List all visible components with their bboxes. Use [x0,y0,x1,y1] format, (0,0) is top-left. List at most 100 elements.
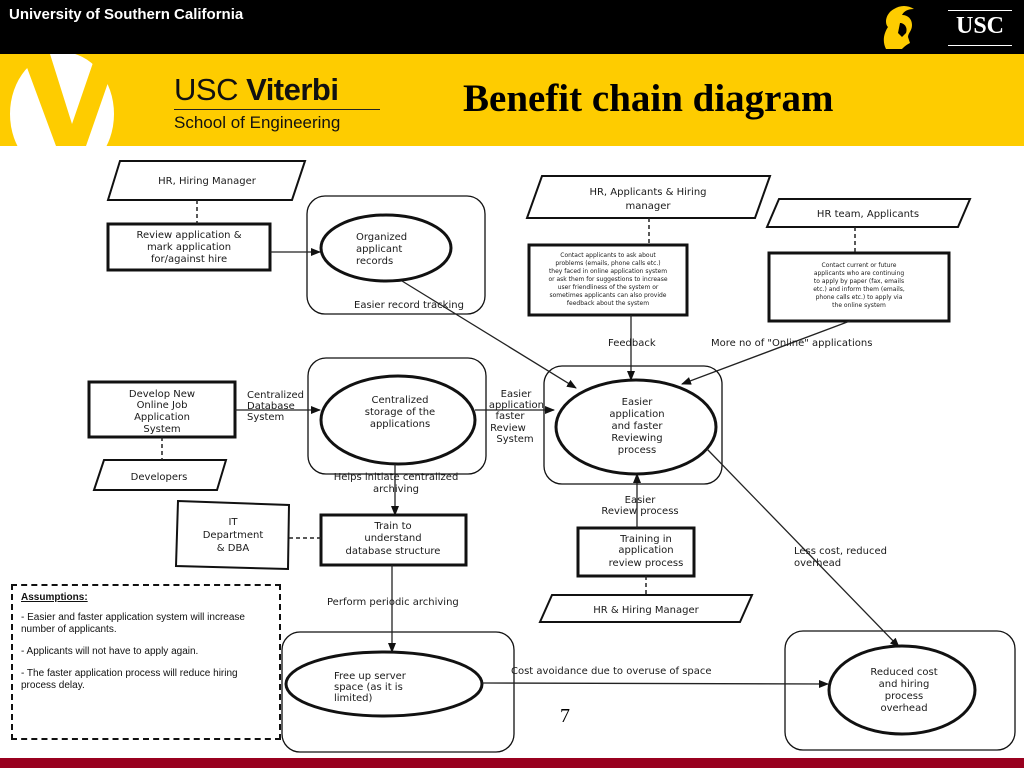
label-hr-applicants-2: manager [626,201,672,212]
reduced-cost-line: process [885,691,923,702]
easier-application-line: Reviewing [611,433,662,444]
develop-system-line: Online Job [137,400,188,411]
assumption-item: - The faster application process will re… [21,668,238,691]
training-review-line: application [618,545,673,556]
centralized-storage-line: storage of the [365,407,435,418]
outcome-centralized-storage [319,374,477,466]
training-review-text: Training in application review process [609,534,684,569]
free-server-line: limited) [334,693,372,704]
usc-logo: USC [948,10,1012,46]
stakeholder-it-department [174,499,291,571]
organized-records-line: applicant [356,244,402,255]
container-free-server [281,631,515,753]
viterbi-wordmark: USC Viterbi School of Engineering [174,74,380,133]
train-database-line: database structure [346,546,441,557]
organized-records-text: Organized applicant records [356,232,407,267]
contact-applicants-line: sometimes applicants can also provide [550,292,667,299]
container-reduced-cost [784,630,1016,751]
centralized-storage-line: applications [370,419,430,430]
organized-records-line: Organized [356,232,407,243]
develop-system-line: System [143,424,180,435]
initiative-train-database [319,513,468,567]
label-periodic-archiving: Perform periodic archiving [327,597,459,608]
easier-application-line: and faster [611,421,663,432]
easier-app-faster-line: Easier [501,389,533,400]
label-cost-avoidance: Cost avoidance due to overuse of space [511,666,712,677]
label-hr-hiring-manager: HR, Hiring Manager [158,176,257,187]
initiative-training-review [576,526,696,578]
easier-app-faster-line: System [496,434,533,445]
contact-applicants-text: Contact applicants to ask about problems… [548,252,667,307]
less-cost-line: overhead [794,558,841,569]
review-application-line: for/against hire [151,254,227,265]
easier-application-text: Easier application and faster Reviewing … [609,397,664,456]
label-easier-record-tracking: Easier record tracking [354,300,464,311]
contact-current-line: applicants who are continuing [814,270,905,277]
contact-current-text: Contact current or future applicants who… [813,262,905,309]
stakeholder-hr-and-hiring-manager [538,594,754,623]
easier-review-line: Review process [601,506,678,517]
outcome-reduced-cost [827,644,977,736]
easier-application-line: application [609,409,664,420]
centralized-db-line: System [247,412,284,423]
label-it-3: & DBA [217,543,250,554]
assumption-item: - Easier and faster application system w… [21,612,245,635]
wordmark-rule [174,109,380,110]
stakeholder-hr-applicants-hiring [525,175,772,219]
helps-archiving-line: Helps initiate centralized [334,472,459,483]
develop-system-text: Develop New Online Job Application Syste… [129,389,195,435]
label-hr-applicants-1: HR, Applicants & Hiring [589,187,706,198]
contact-applicants-line: feedback about the system [567,300,649,307]
container-easier [543,365,723,485]
top-bar: University of Southern California USC [0,0,1024,54]
stakeholder-hr-team-applicants [765,198,972,228]
container-centralized [307,357,487,475]
viterbi-name: Viterbi [246,72,339,107]
reduced-cost-text: Reduced cost and hiring process overhead [870,667,937,714]
reduced-cost-line: overhead [880,703,927,714]
school-name: School of Engineering [174,113,341,132]
bottom-bar [0,758,1024,768]
review-application-line: Review application & [137,230,242,241]
university-name: University of Southern California [9,6,244,23]
training-review-line: Training in [619,534,672,545]
less-cost-label: Less cost, reduced overhead [794,546,887,569]
label-more-online: More no of "Online" applications [711,338,872,349]
contact-current-line: phone calls etc.) to apply via [816,294,903,301]
easier-review-line: Easier [625,495,657,506]
stakeholder-hr-hiring-manager [106,160,307,201]
centralized-db-line: Database [247,401,295,412]
container-organized [306,195,486,315]
initiative-contact-applicants [527,243,689,317]
benefit-chain-diagram: HR, Hiring Manager HR, Applicants & Hiri… [87,160,1016,753]
centralized-storage-text: Centralized storage of the applications [365,395,435,430]
centralized-db-line: Centralized [247,390,304,401]
arrows [235,248,900,688]
contact-applicants-line: problems (emails, phone calls etc.) [555,260,660,267]
easier-application-line: Easier [622,397,654,408]
develop-system-line: Application [134,412,190,423]
label-it-2: Department [203,530,264,541]
easier-app-faster-line: faster [495,411,525,422]
label-hr-and-hiring: HR & Hiring Manager [593,605,699,616]
label-it-1: IT [228,517,238,528]
outcome-free-server [284,650,484,718]
free-server-line: space (as it is [334,682,403,693]
review-application-line: mark application [147,242,231,253]
initiative-contact-current [767,251,951,323]
label-feedback: Feedback [608,338,656,349]
contact-current-line: to apply by paper (fax, emails [814,278,904,285]
contact-current-line: Contact current or future [822,262,897,269]
less-cost-line: Less cost, reduced [794,546,887,557]
assumptions-box: Assumptions: - Easier and faster applica… [11,584,281,740]
contact-current-line: etc.) and inform them (emails, [813,286,905,293]
training-review-line: review process [609,558,684,569]
easier-review-label: Easier Review process [601,495,678,517]
contact-applicants-line: they faced in online application system [549,268,667,275]
viterbi-v-logo-icon [10,54,118,146]
organized-records-line: records [356,256,393,267]
contact-applicants-line: Contact applicants to ask about [560,252,656,259]
contact-current-line: the online system [832,302,886,309]
dashed-connectors [161,200,856,595]
helps-archiving-line: archiving [373,484,419,495]
